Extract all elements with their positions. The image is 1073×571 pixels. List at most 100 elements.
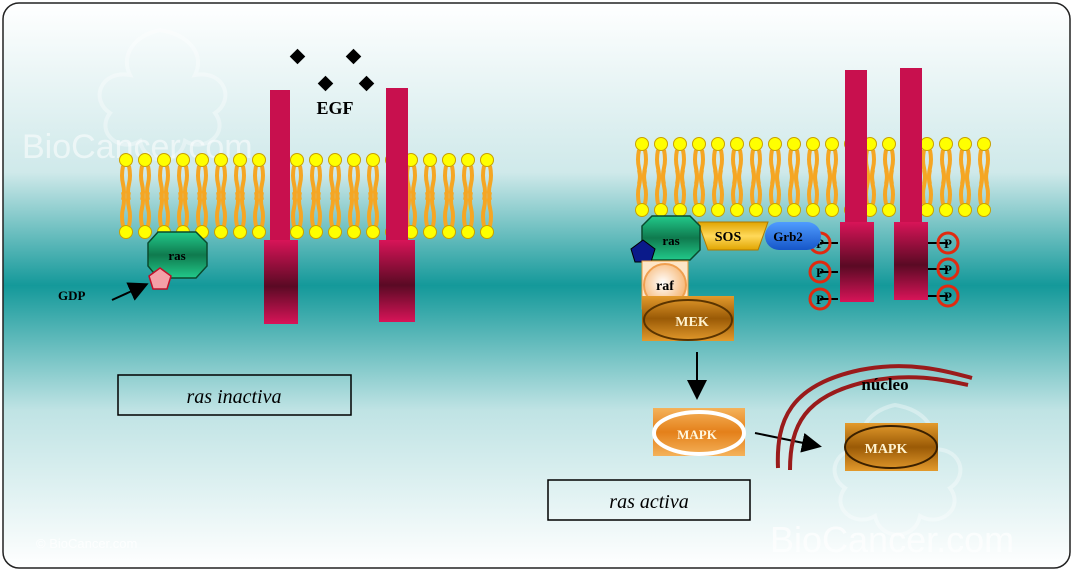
lipid-head: [711, 203, 725, 217]
lipid-head: [920, 137, 934, 151]
egf-receptor-right-1: [840, 70, 874, 302]
lipid-head: [423, 225, 437, 239]
lipid-head: [442, 153, 456, 167]
lipid-tail: [769, 169, 781, 205]
mapk-label: MAPK: [677, 427, 718, 442]
lipid-tail: [788, 169, 800, 205]
lipid-head: [233, 225, 247, 239]
ras-activa-box: [547, 479, 751, 521]
lipid-head: [214, 153, 228, 167]
lipid-tail: [120, 191, 132, 227]
lipid-head: [920, 203, 934, 217]
lipid-head: [309, 153, 323, 167]
lipid-head: [939, 137, 953, 151]
gdp-label: GDP: [58, 288, 86, 303]
lipid-tail: [921, 169, 933, 205]
lipid-head: [635, 203, 649, 217]
nuclear-membrane-outer: [775, 364, 973, 469]
lipid-head: [787, 203, 801, 217]
lipid-head: [461, 153, 475, 167]
lipid-tail: [234, 191, 246, 227]
lipid-head: [138, 153, 152, 167]
raf-label: raf: [656, 279, 674, 294]
lipid-tail: [196, 191, 208, 227]
gdp-arrow: [111, 282, 149, 301]
lipid-tail: [443, 191, 455, 227]
lipid-head: [939, 203, 953, 217]
lipid-head: [806, 137, 820, 151]
lipid-head: [176, 153, 190, 167]
phosphate-label: P: [944, 236, 952, 251]
phosphate-circle: [936, 257, 960, 281]
watermark-brand-bottom: BioCancer.com: [770, 519, 1014, 560]
lipid-head: [480, 153, 494, 167]
lipid-head: [673, 137, 687, 151]
lipid-tail: [655, 169, 667, 205]
mek-label: MEK: [675, 315, 709, 330]
lipid-head: [958, 203, 972, 217]
sos-label: SOS: [715, 230, 742, 245]
phosphate-label: P: [944, 262, 952, 277]
lipid-tail: [883, 169, 895, 205]
lipid-head: [977, 203, 991, 217]
gdp-molecule: [148, 267, 172, 290]
lipid-tail: [462, 191, 474, 227]
lipid-tail: [367, 191, 379, 227]
lipid-tail: [253, 191, 265, 227]
phosphate-label: P: [816, 236, 824, 251]
mapk-nucleus-label: MAPK: [865, 442, 908, 457]
lipid-tail: [291, 191, 303, 227]
phosphate-circle: [936, 231, 960, 255]
lipid-head: [328, 225, 342, 239]
lipid-head: [882, 203, 896, 217]
phosphate-label: P: [816, 265, 824, 280]
lipid-head: [442, 225, 456, 239]
lipid-head: [233, 153, 247, 167]
lipid-head: [882, 137, 896, 151]
egf-receptor-left-2: [379, 88, 415, 322]
mek-protein: [643, 299, 733, 341]
lipid-head: [119, 225, 133, 239]
lipid-head: [768, 203, 782, 217]
lipid-head: [673, 203, 687, 217]
lipid-head: [214, 225, 228, 239]
ras-activa-label: ras activa: [609, 491, 688, 513]
lipid-head: [119, 153, 133, 167]
lipid-head: [366, 153, 380, 167]
ras-active-label: ras: [662, 233, 679, 248]
egf-label: EGF: [316, 98, 353, 118]
lipid-tail: [329, 191, 341, 227]
lipid-head: [730, 137, 744, 151]
egf-receptor-right-2: [894, 68, 928, 300]
lipid-head: [347, 153, 361, 167]
phosphate-circle: [808, 287, 832, 311]
lipid-tail: [712, 169, 724, 205]
lipid-tail: [310, 191, 322, 227]
lipid-head: [480, 225, 494, 239]
lipid-tail: [826, 169, 838, 205]
lipid-head: [290, 225, 304, 239]
grb2-label: Grb2: [773, 229, 803, 244]
lipid-head: [692, 137, 706, 151]
nuclear-membrane-inner: [788, 375, 969, 471]
ras-inactiva-box: [117, 374, 352, 416]
lipid-head: [347, 225, 361, 239]
lipid-tail: [636, 169, 648, 205]
ras-inactiva-label: ras inactiva: [187, 386, 282, 408]
mapk-to-nucleus-arrow: [754, 432, 822, 453]
phosphate-circle: [808, 260, 832, 284]
lipid-tail: [674, 169, 686, 205]
lipid-head: [252, 225, 266, 239]
lipid-head: [977, 137, 991, 151]
lipid-tail: [959, 169, 971, 205]
mapk-protein: [652, 410, 746, 456]
lipid-head: [138, 225, 152, 239]
lipid-tail: [750, 169, 762, 205]
lipid-tail: [481, 191, 493, 227]
ras-inactive: [147, 231, 208, 279]
sos-protein: [697, 221, 769, 251]
lipid-head: [730, 203, 744, 217]
